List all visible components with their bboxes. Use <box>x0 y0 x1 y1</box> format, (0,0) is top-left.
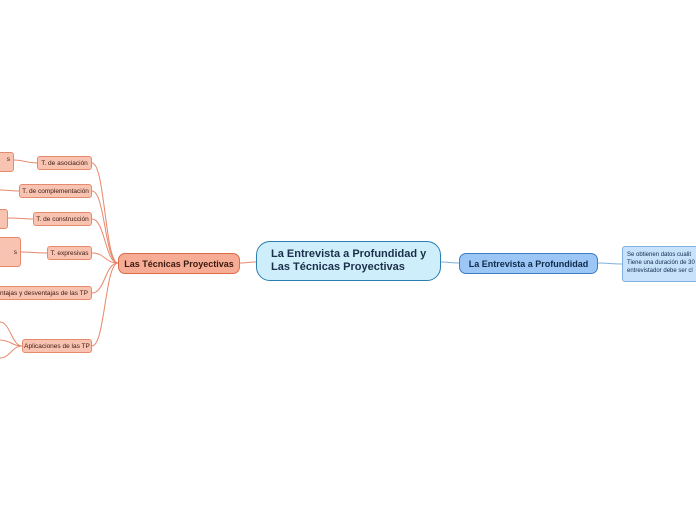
connector-complementacion <box>91 190 119 264</box>
central-topic-line1: La Entrevista a Profundidad y <box>271 248 427 260</box>
topic-tecnicas-proyectivas[interactable]: Las Técnicas Proyectivas <box>118 253 240 274</box>
child-node-construccion[interactable] <box>0 209 8 229</box>
connector-aplicaciones-child-3 <box>0 345 23 359</box>
connector-right-note <box>597 262 623 265</box>
central-topic[interactable]: La Entrevista a Profundidad y Las Técnic… <box>256 241 441 281</box>
subtopic-expresivas[interactable]: T. expresivas <box>47 246 92 260</box>
connector-asociacion <box>91 162 119 264</box>
child-node-asociacion[interactable]: s <box>0 152 14 172</box>
connector-asociacion-child <box>13 159 38 164</box>
subtopic-aplicaciones[interactable]: Aplicaciones de las TP <box>22 339 92 353</box>
subtopic-asociacion[interactable]: T. de asociación <box>37 156 92 170</box>
connector-construccion-child <box>7 217 34 220</box>
note-line3: entrevistador debe ser cl <box>627 268 693 274</box>
subtopic-ventajas-desventajas[interactable]: Ventajas y desventajas de las TP <box>0 286 92 300</box>
connector-expresivas <box>91 252 119 264</box>
note-line2: Tiene una duración de 30 <box>627 260 695 266</box>
connector-ventajas <box>91 262 119 294</box>
central-topic-text: La Entrevista a Profundidad y Las Técnic… <box>271 248 426 274</box>
subtopic-complementacion[interactable]: T. de complementación <box>19 184 92 198</box>
connector-complementacion-child <box>0 189 20 192</box>
connector-central-left <box>239 261 257 264</box>
central-topic-line2: Las Técnicas Proyectivas <box>271 261 405 273</box>
connector-construccion <box>91 218 119 264</box>
connector-aplicaciones <box>91 262 119 347</box>
connector-central-right <box>440 261 460 264</box>
note-line1: Se obtienen datos cualit <box>627 252 692 258</box>
child-node-asociacion-text: s <box>6 156 10 163</box>
connector-aplicaciones-child-1 <box>0 321 23 347</box>
topic-entrevista-profundidad[interactable]: La Entrevista a Profundidad <box>459 253 598 274</box>
note-entrevista[interactable]: Se obtienen datos cualit Tiene una durac… <box>622 246 696 282</box>
child-node-expresivas-text: s <box>13 248 17 256</box>
subtopic-construccion[interactable]: T. de construcción <box>33 212 92 226</box>
child-node-expresivas[interactable]: s <box>0 237 21 267</box>
connector-expresivas-child <box>20 251 48 254</box>
